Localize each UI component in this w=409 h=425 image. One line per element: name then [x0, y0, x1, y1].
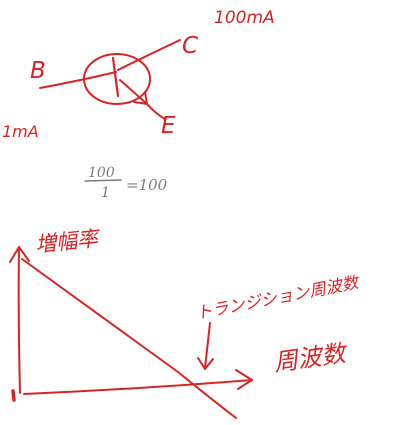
gain-formula: 100 1 =100	[84, 165, 168, 201]
transistor-symbol: B C E 100mA 1mA	[2, 8, 275, 141]
fraction-bar	[84, 179, 122, 182]
x-axis-arrowhead	[235, 369, 253, 390]
transistor-circle	[83, 53, 151, 105]
y-axis	[17, 246, 21, 394]
transition-frequency-label: トランジション周波数	[194, 272, 362, 323]
collector-current-label: 100mA	[214, 8, 275, 28]
frequency-graph: 増幅率 周波数 トランジション周波数	[9, 226, 362, 419]
annotation-arrowhead	[197, 357, 214, 370]
base-bar	[111, 56, 120, 98]
collector-label: C	[182, 33, 198, 59]
emitter-arrowhead	[133, 91, 148, 105]
base-lead	[39, 71, 117, 89]
formula-numerator: 100	[88, 165, 115, 181]
emitter-lead	[119, 79, 166, 120]
y-axis-label: 増幅率	[34, 226, 102, 257]
gain-rolloff-line	[21, 258, 237, 419]
formula-result: =100	[126, 176, 168, 194]
origin-mark	[11, 389, 16, 402]
collector-lead	[117, 39, 181, 71]
x-axis	[23, 379, 253, 395]
base-label: B	[30, 58, 46, 84]
x-axis-label: 周波数	[272, 339, 350, 377]
base-current-label: 1mA	[2, 122, 39, 141]
annotation-arrow	[204, 322, 211, 369]
emitter-label: E	[161, 113, 176, 139]
y-axis-arrowhead	[9, 246, 30, 263]
formula-denominator: 1	[101, 185, 110, 201]
